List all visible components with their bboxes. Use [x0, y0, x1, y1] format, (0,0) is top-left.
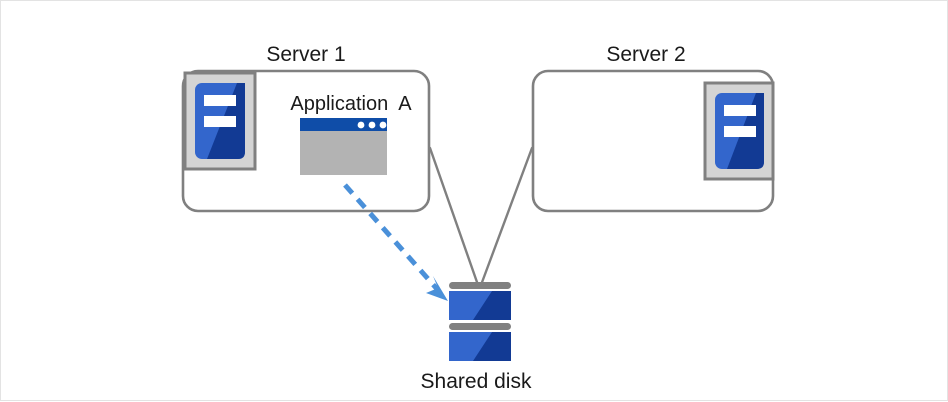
server2-title: Server 2 — [606, 43, 686, 66]
server1-icon-bar-bottom — [204, 116, 236, 127]
disk-platter-1-shade — [473, 291, 511, 320]
server1-title: Server 1 — [266, 43, 346, 66]
server1-icon — [183, 71, 257, 171]
disk-platter-2-shade — [473, 332, 511, 361]
shared-disk-label: Shared disk — [420, 370, 532, 393]
app-window-dot-3 — [379, 121, 387, 129]
app-window-dot-1 — [357, 121, 365, 129]
disk-top-bar-1 — [449, 282, 511, 289]
app-window-dot-2 — [368, 121, 376, 129]
server2-icon-bar-top — [724, 105, 756, 116]
server2-icon-bar-bottom — [724, 126, 756, 137]
app-window-titlebar — [300, 118, 387, 131]
dashed-arrow-head — [426, 276, 448, 301]
connector-server2-to-disk — [479, 146, 534, 287]
dashed-arrow-icon — [343, 183, 448, 301]
disk-stack-icon[interactable] — [449, 282, 511, 361]
application-label: Application A — [290, 93, 412, 115]
server1-icon-bar-top — [204, 95, 236, 106]
connector-lines — [428, 146, 534, 287]
dashed-arrow-shaft — [343, 183, 439, 291]
connector-server1-to-disk — [428, 146, 480, 287]
application-window-icon[interactable] — [300, 118, 387, 175]
disk-top-bar-2 — [449, 323, 511, 330]
server2-icon — [703, 81, 775, 181]
